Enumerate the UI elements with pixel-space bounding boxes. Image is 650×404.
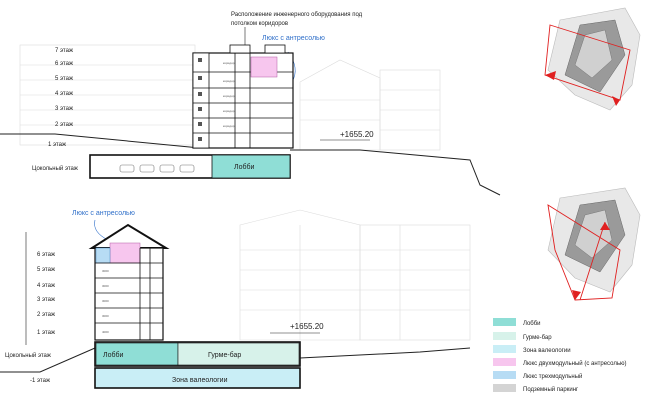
bottom-wellness [94, 367, 301, 389]
top-floor-7: 7 этаж [55, 48, 73, 54]
top-terrain-left [0, 133, 201, 149]
legend-label-duplex-suite: Люкс двухмодульный (с антресолью) [523, 360, 626, 367]
top-floor-5: 5 этаж [55, 76, 73, 82]
key-plan-bottom [547, 187, 641, 301]
svg-text:коридор: коридор [223, 61, 235, 65]
legend-label-triplex-suite: Люкс трехмодульный [523, 373, 582, 380]
legend-label-lobby: Лобби [523, 321, 541, 327]
legend-label-parking: Подземный паркинг [523, 386, 579, 393]
bottom-duplex-suite [109, 242, 141, 264]
svg-text:коридор: коридор [223, 94, 235, 98]
bottom-lobby-label: Лобби [103, 351, 124, 359]
bottom-triplex-suite [95, 247, 111, 264]
legend-label-gourmet-bar: Гурме-бар [523, 335, 552, 341]
svg-text:3000: 3000 [102, 269, 109, 273]
legend-label-wellness: Зона валеологии [523, 348, 571, 354]
bottom-suite-label: Люкс с антресолью [72, 210, 135, 217]
top-dim-texts: коридор коридор коридор коридор коридор [223, 61, 235, 128]
bottom-section: 6 этаж 5 этаж 4 этаж 3 этаж 2 этаж 1 эта… [0, 209, 471, 389]
top-section: 7 этаж 6 этаж 5 этаж 4 этаж 3 этаж 2 эта… [0, 12, 501, 196]
bottom-floor-6: 6 этаж [37, 252, 55, 258]
key-plan-bottom-section-line [547, 204, 621, 301]
top-lobby-label: Лобби [234, 163, 255, 171]
key-plan-bottom-arrow-2 [600, 222, 610, 230]
top-elevation: +1655.20 [340, 130, 374, 139]
top-duplex-suite [250, 56, 278, 78]
top-background-facade [19, 44, 441, 151]
svg-text:4000: 4000 [102, 330, 109, 334]
bottom-background-facade [239, 209, 471, 341]
bottom-wellness-label: Зона валеологии [172, 377, 228, 384]
top-parking-cars [119, 164, 195, 173]
legend: Лобби Гурме-бар Зона валеологии Люкс дву… [493, 318, 626, 393]
svg-text:3000: 3000 [102, 299, 109, 303]
top-roof-parapet [229, 44, 251, 54]
bottom-floor-4: 4 этаж [37, 283, 55, 289]
svg-text:3000: 3000 [102, 314, 109, 318]
key-plan-top [544, 7, 641, 111]
svg-text:коридор: коридор [223, 79, 235, 83]
top-engineering-note-line1: Расположение инженерного оборудования по… [231, 12, 363, 18]
bottom-dim-texts: 3000 3000 3000 3000 4000 [102, 269, 109, 334]
bottom-floor-2: 2 этаж [37, 312, 55, 318]
svg-text:3000: 3000 [102, 284, 109, 288]
bottom-elevation: +1655.20 [290, 322, 324, 331]
top-suite-label: Люкс с антресолью [262, 35, 325, 42]
top-floor-3: 3 этаж [55, 106, 73, 112]
bottom-suite-arc [94, 219, 109, 241]
top-engineering-note-line2: потолком коридоров [231, 21, 288, 27]
bottom-floor-1: 1 этаж [37, 330, 55, 336]
bottom-floor-minus1: -1 этаж [30, 378, 50, 384]
legend-swatch-gourmet-bar [493, 332, 516, 340]
top-lobby [211, 154, 291, 179]
key-plan-top-arrow-2 [612, 96, 620, 106]
bottom-floor-basement: Цокольный этаж [5, 352, 51, 359]
top-service-column [192, 52, 210, 149]
bottom-floor-3: 3 этаж [37, 297, 55, 303]
top-floor-4: 4 этаж [55, 91, 73, 97]
bottom-gourmet-bar [177, 342, 300, 366]
top-floor-2: 2 этаж [55, 122, 73, 128]
top-terrain-right [290, 149, 501, 196]
legend-swatch-wellness [493, 345, 516, 353]
legend-swatch-duplex-suite [493, 358, 516, 366]
legend-swatch-triplex-suite [493, 371, 516, 379]
top-roof-box [264, 44, 286, 54]
svg-text:коридор: коридор [223, 109, 235, 113]
legend-swatch-parking [493, 384, 516, 392]
key-plan-top-arrow-1 [545, 71, 556, 80]
top-floor-6: 6 этаж [55, 61, 73, 67]
bottom-tower: 3000 3000 3000 3000 4000 [88, 223, 170, 341]
top-floor-1: 1 этаж [48, 142, 66, 148]
key-plan-bottom-cut [579, 221, 606, 301]
bottom-terrain [0, 347, 471, 373]
svg-text:коридор: коридор [223, 124, 235, 128]
bottom-gourmet-label: Гурме-бар [208, 351, 241, 359]
top-floor-basement: Цокольный этаж [32, 165, 78, 172]
top-floor-labels: 7 этаж 6 этаж 5 этаж 4 этаж 3 этаж 2 эта… [32, 48, 78, 172]
bottom-floor-labels: 6 этаж 5 этаж 4 этаж 3 этаж 2 этаж 1 эта… [5, 252, 55, 384]
key-plan-bottom-arrow-1 [572, 290, 581, 300]
bottom-floor-5: 5 этаж [37, 267, 55, 273]
top-building: коридор коридор коридор коридор коридор [192, 44, 294, 149]
legend-swatch-lobby [493, 318, 516, 326]
